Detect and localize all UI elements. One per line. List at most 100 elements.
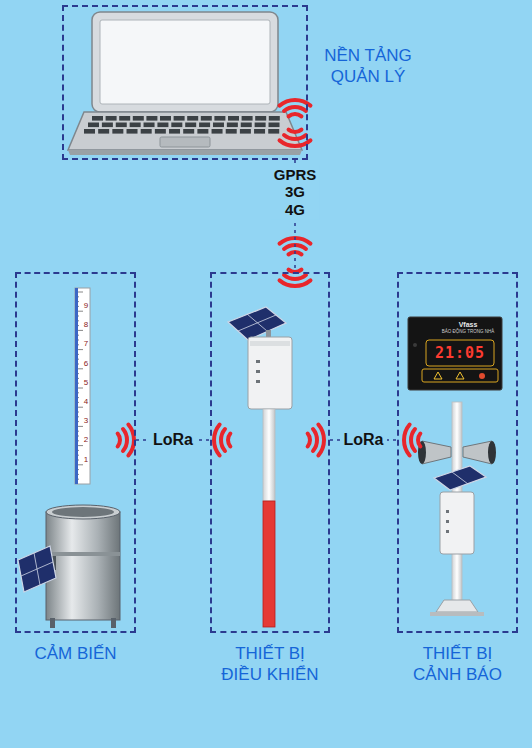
laptop: [84, 116, 280, 134]
clock-readout: 21:05: [435, 346, 485, 361]
laptop: [241, 123, 252, 128]
rain-gauge: [18, 546, 56, 592]
signal-waves: [118, 434, 120, 447]
laptop: [269, 116, 280, 121]
rain-gauge: [50, 618, 55, 628]
laptop: [226, 129, 237, 134]
laptop: [100, 20, 270, 104]
signal-waves: [284, 135, 306, 139]
wireless-link: [136, 439, 210, 441]
laptop: [98, 129, 109, 134]
siren-station: [463, 441, 492, 464]
gauge-number: 5: [84, 379, 88, 387]
gauge-number: 7: [84, 340, 88, 348]
siren-station: [430, 612, 484, 616]
signal-waves: [118, 100, 421, 455]
laptop: [201, 116, 212, 121]
link-label: LoRa: [150, 430, 196, 450]
siren-station: [452, 472, 468, 484]
group-title: NỀN TẢNG QUẢN LÝ: [318, 45, 418, 88]
controller-station: [256, 360, 260, 363]
signal-waves: [128, 425, 134, 456]
laptop: [187, 116, 198, 121]
laptop: [183, 129, 194, 134]
laptop: [146, 116, 157, 121]
laptop: [254, 129, 265, 134]
signal-waves: [214, 425, 220, 456]
controller-station: [247, 314, 267, 331]
laptop: [214, 116, 225, 121]
laptop: [68, 150, 302, 155]
signal-waves: [418, 434, 420, 447]
device-group: THIẾT BỊ CẢNH BÁO: [397, 272, 518, 633]
laptop: [157, 123, 168, 128]
indoor-alarm-panel: [413, 343, 417, 347]
controller-station: [256, 370, 260, 373]
platform-group: NỀN TẢNG QUẢN LÝ: [62, 5, 308, 160]
siren-station: [422, 441, 451, 464]
signal-waves: [313, 429, 317, 451]
laptop: [255, 123, 266, 128]
gauge-number: 8: [84, 321, 88, 329]
siren-station: [446, 530, 449, 533]
signal-waves: [284, 275, 306, 279]
staff-gauge: [75, 288, 90, 484]
controller-station: [263, 501, 275, 627]
signal-waves: [221, 429, 225, 451]
laptop: [130, 123, 141, 128]
controller-station: [228, 307, 286, 340]
brand-logo: Vfass: [459, 321, 478, 328]
controller-station: [250, 341, 290, 346]
laptop: [240, 129, 251, 134]
laptop: [255, 116, 266, 121]
controller-station: [248, 337, 292, 409]
laptop: [160, 116, 171, 121]
siren-station: [434, 466, 486, 490]
device-group: THIẾT BỊ ĐIỀU KHIỂN: [210, 272, 330, 633]
device-group: CẢM BIẾN: [15, 272, 136, 633]
laptop: [106, 116, 117, 121]
rain-gauge: [18, 505, 120, 628]
siren-station: [418, 402, 496, 616]
laptop: [116, 123, 127, 128]
signal-waves: [284, 107, 306, 111]
staff-gauge: [75, 288, 83, 484]
device-caption: BÁO ĐỘNG TRONG NHÀ: [442, 330, 494, 335]
indoor-alarm-panel: [426, 340, 494, 366]
rain-gauge: [111, 618, 116, 628]
rain-gauge: [46, 512, 120, 620]
gauge-number: 6: [84, 360, 88, 368]
siren-station: [436, 600, 478, 612]
indoor-alarm-panel: [434, 372, 442, 379]
indoor-alarm-panel: [422, 369, 498, 382]
siren-station: [446, 510, 449, 513]
controller-station: [228, 307, 292, 627]
laptop: [169, 129, 180, 134]
siren-station: [446, 520, 449, 523]
group-title: CẢM BIẾN: [26, 643, 126, 664]
siren-station: [440, 492, 474, 554]
laptop: [269, 123, 280, 128]
laptop: [102, 123, 113, 128]
laptop: [160, 137, 210, 147]
laptop: [112, 129, 123, 134]
link-label: LoRa: [341, 430, 387, 450]
signal-waves: [123, 429, 127, 451]
laptop: [174, 116, 185, 121]
laptop: [213, 123, 224, 128]
signal-waves: [289, 270, 302, 272]
controller-station: [263, 409, 275, 501]
laptop: [127, 129, 138, 134]
laptop: [227, 123, 238, 128]
wireless-link: [330, 439, 397, 441]
signal-waves: [228, 434, 230, 447]
laptop: [84, 129, 95, 134]
laptop: [171, 123, 182, 128]
laptop: [68, 12, 302, 155]
laptop: [144, 123, 155, 128]
siren-station: [488, 441, 496, 464]
laptop: [92, 116, 103, 121]
gauge-number: 1: [84, 456, 88, 464]
